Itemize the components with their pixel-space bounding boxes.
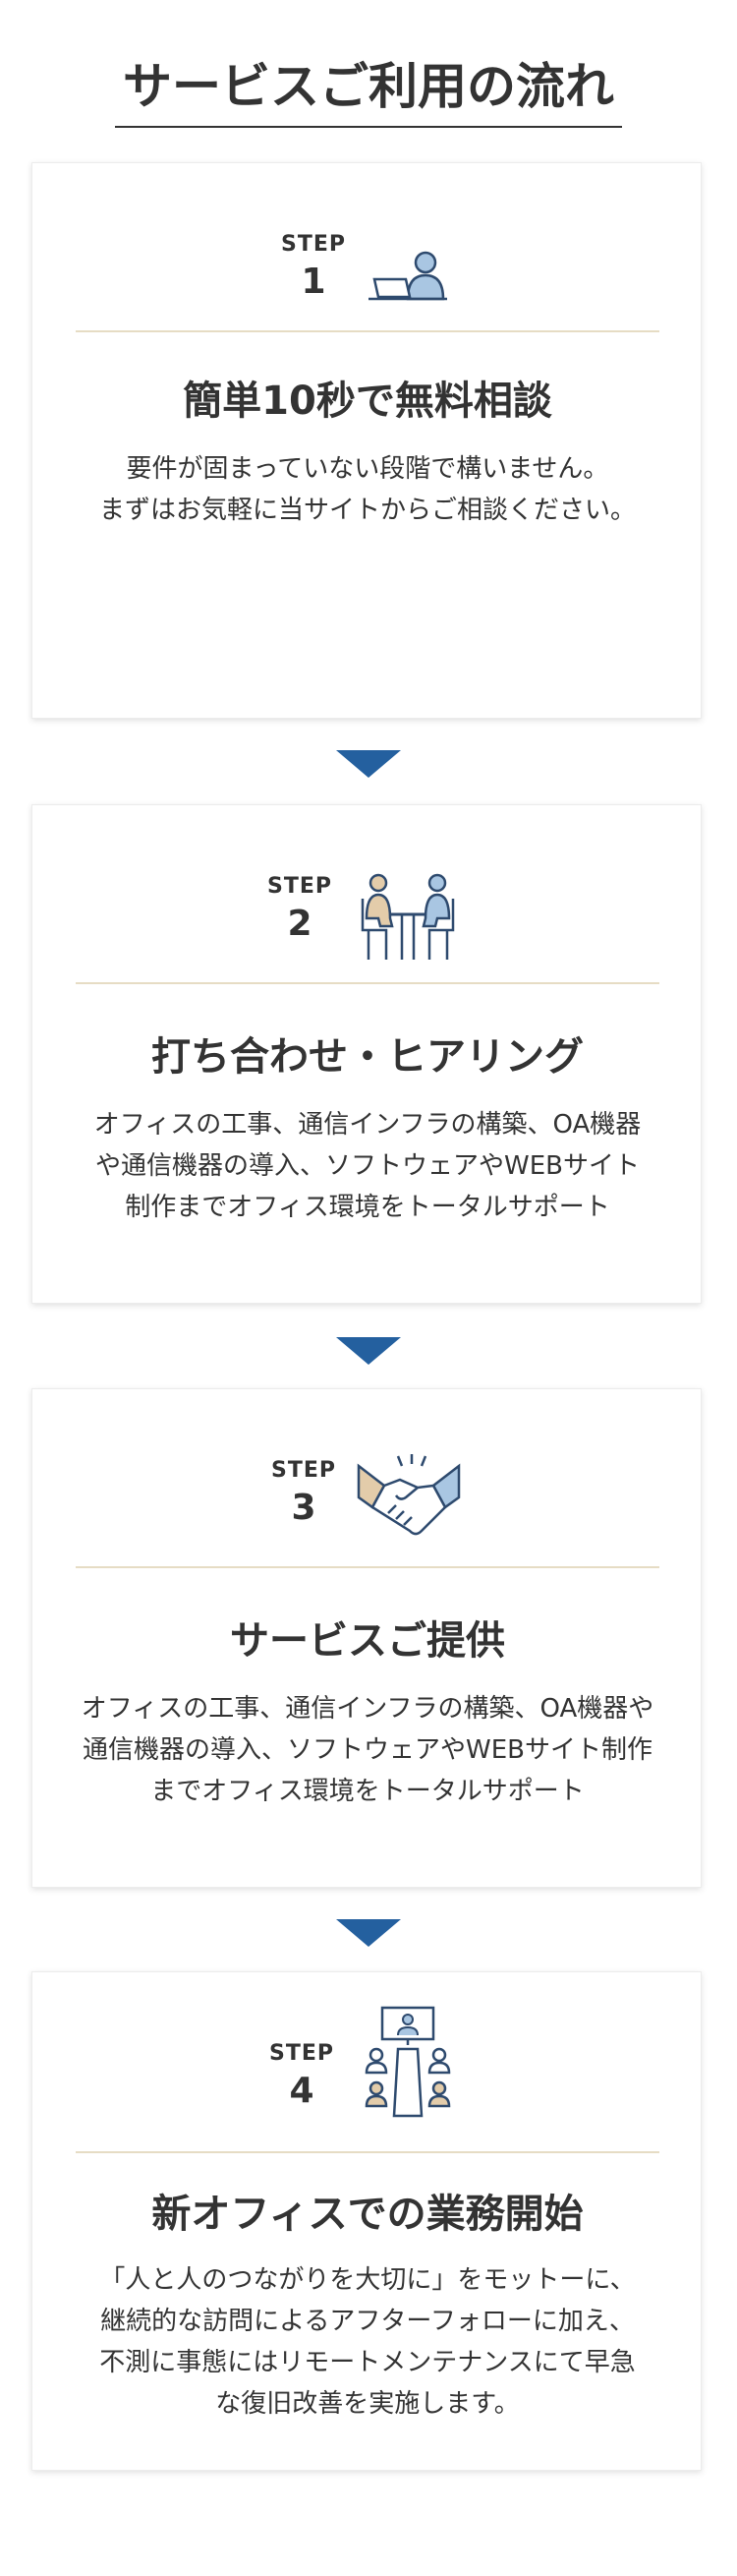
handshake-icon: [357, 1454, 461, 1536]
step-description-line: までオフィス環境をトータルサポート: [150, 1777, 585, 1806]
step-description-line: オフィスの工事、通信インフラの構築、OA機器: [93, 1110, 642, 1140]
meeting-table-icon: [361, 873, 455, 960]
step-number: 3: [291, 1488, 316, 1528]
step-description-line: 継続的な訪問によるアフターフォローに加え、: [100, 2307, 635, 2336]
down-arrow-icon: [336, 750, 401, 778]
step-header: STEP 3: [32, 1454, 703, 1536]
step-title: 打ち合わせ・ヒアリング: [151, 1034, 584, 1080]
step-description: オフィスの工事、通信インフラの構築、OA機器 や通信機器の導入、ソフトウェアやW…: [52, 1104, 683, 1228]
down-arrow-icon: [336, 1919, 401, 1947]
step-header: STEP 4: [32, 2006, 703, 2118]
step-description-line: や通信機器の導入、ソフトウェアやWEBサイト: [95, 1151, 640, 1181]
step-number: 1: [301, 262, 326, 302]
step-divider: [76, 1566, 659, 1568]
step-description: 要件が固まっていない段階で構いません。 まずはお気軽に当サイトからご相談ください…: [52, 448, 683, 531]
step-description-line: オフィスの工事、通信インフラの構築、OA機器や: [81, 1694, 654, 1724]
person-laptop-icon: [368, 251, 447, 301]
step-header: STEP 2: [32, 873, 703, 960]
step-description-line: 不測に事態にはリモートメンテナンスにて早急: [99, 2348, 636, 2377]
step-number: 4: [289, 2071, 314, 2111]
step-card-3: STEP 3 サービスご提供 オフィスの工事、通信インフラの構築、OA機器や 通…: [31, 1388, 702, 1888]
step-card-4: STEP 4 新オフィスでの業務開始 「人と人のつながりを大切に」をモットーに、…: [31, 1971, 702, 2471]
step-title: 新オフィスでの業務開始: [151, 2192, 584, 2237]
step-label: STEP: [270, 1458, 336, 1483]
step-card-1: STEP 1 簡単10秒で無料相談 要件が固まっていない段階で構いません。 まず…: [31, 162, 702, 719]
step-description-line: 要件が固まっていない段階で構いません。: [126, 454, 609, 484]
step-header: STEP 1: [32, 232, 703, 302]
step-description-line: 制作までオフィス環境をトータルサポート: [125, 1193, 610, 1222]
step-description-line: な復旧改善を実施します。: [215, 2389, 520, 2419]
step-description-line: 通信機器の導入、ソフトウェアやWEBサイト制作: [83, 1735, 652, 1765]
step-title: 簡単10秒で無料相談: [183, 379, 552, 424]
step-card-2: STEP 2 打ち合わせ・ヒアリング オフィスの工事、通信インフラの構築、OA機…: [31, 804, 702, 1304]
step-title: サービスご提供: [230, 1618, 505, 1664]
step-divider: [76, 2151, 659, 2153]
step-divider: [76, 982, 659, 984]
conference-room-icon: [365, 2006, 451, 2118]
step-description: 「人と人のつながりを大切に」をモットーに、 継続的な訪問によるアフターフォローに…: [52, 2259, 683, 2425]
page-title-wrap: サービスご利用の流れ: [0, 57, 737, 128]
step-label: STEP: [268, 2041, 334, 2066]
step-description-line: まずはお気軽に当サイトからご相談ください。: [98, 496, 636, 525]
step-description-line: 「人と人のつながりを大切に」をモットーに、: [99, 2265, 636, 2295]
page-title: サービスご利用の流れ: [115, 57, 622, 128]
step-label: STEP: [280, 232, 346, 257]
step-number: 2: [287, 904, 312, 944]
step-label: STEP: [266, 874, 332, 899]
down-arrow-icon: [336, 1337, 401, 1365]
step-divider: [76, 330, 659, 332]
step-description: オフィスの工事、通信インフラの構築、OA機器や 通信機器の導入、ソフトウェアやW…: [52, 1688, 683, 1812]
